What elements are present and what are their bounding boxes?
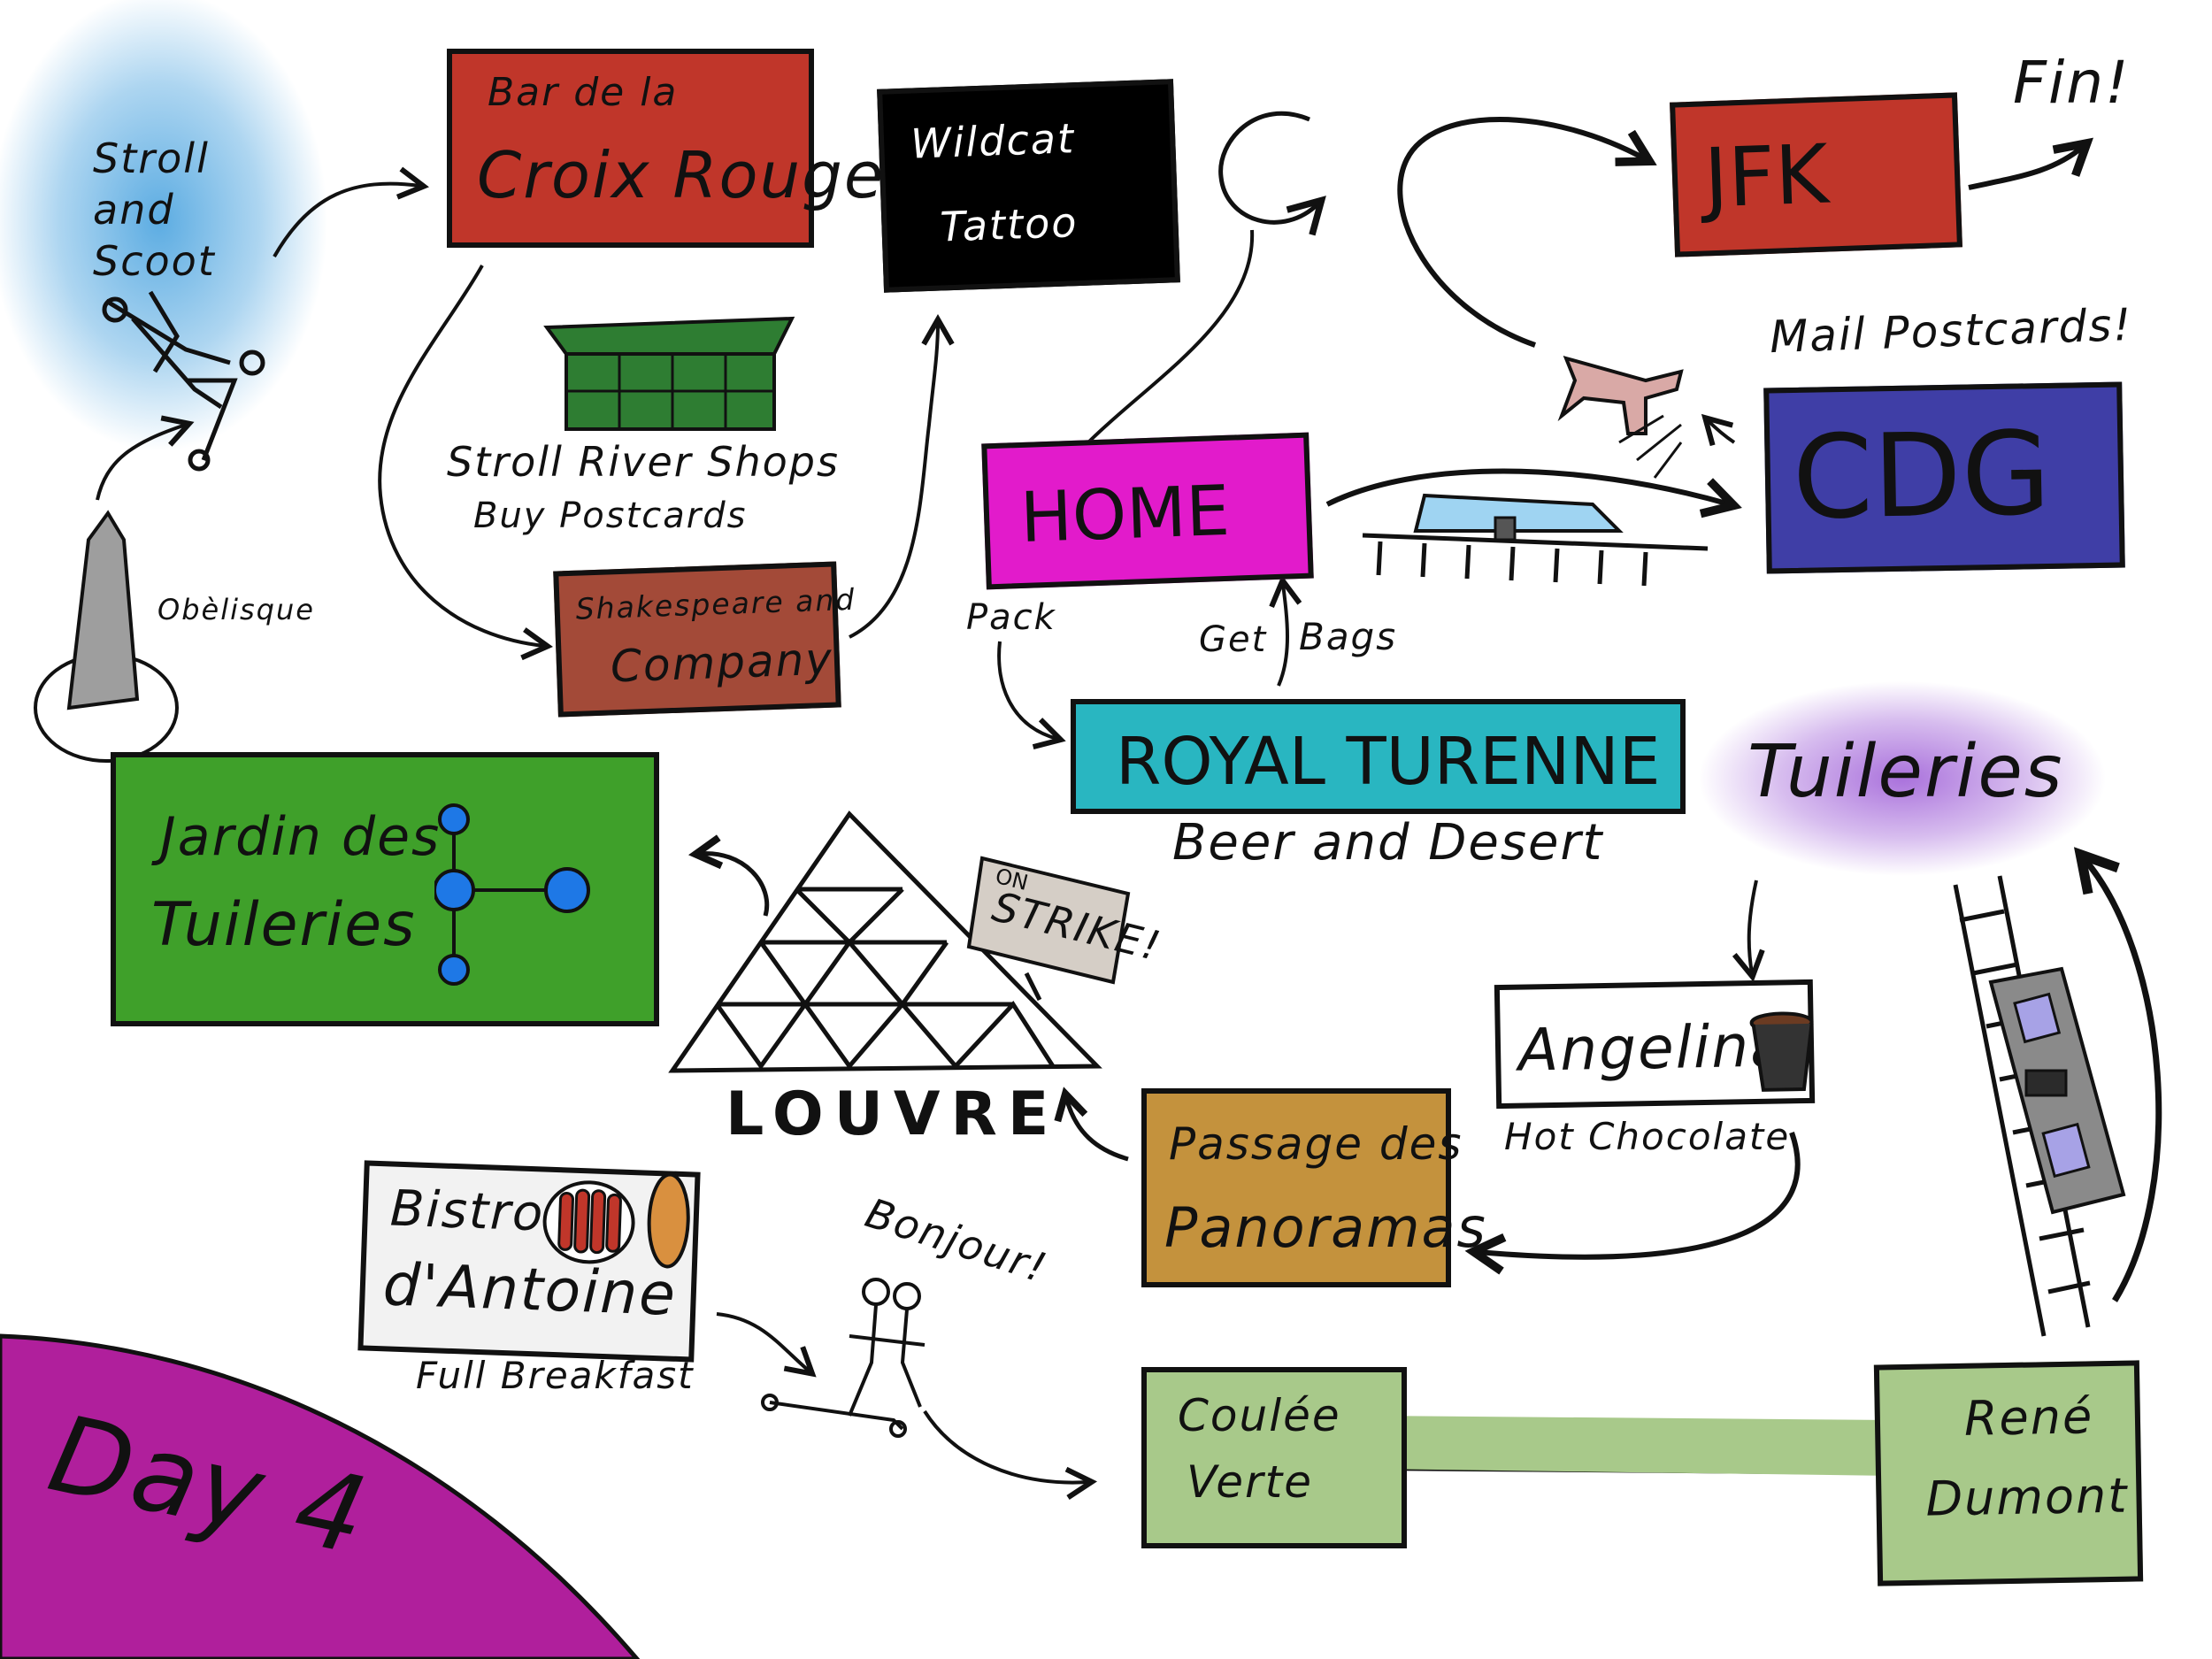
jardin-line2: Tuileries (151, 890, 417, 960)
jardin-tuileries-box[interactable]: Jardin des Tuileries (111, 752, 659, 1026)
stroll-glow (0, 0, 327, 451)
river-shops-line2: Buy Postcards (473, 495, 748, 536)
shakespeare-box[interactable]: Shakespeare and Company (553, 561, 856, 718)
royal-turenne-box[interactable]: ROYAL TURENNE (1071, 699, 1686, 814)
bags-label: Bags (1299, 615, 1398, 658)
wildcat-tattoo-box[interactable]: Wildcat Tattoo (877, 79, 1180, 293)
home-box[interactable]: HOME (981, 432, 1314, 590)
full-breakfast-label: Full Breakfast (416, 1354, 695, 1397)
bistro-antoine-box[interactable]: Bistro d'Antoine (357, 1160, 701, 1363)
wildcat-line2: Tattoo (939, 198, 1079, 251)
obelisk-icon (34, 510, 179, 763)
cdg-label: CDG (1791, 405, 2052, 545)
beer-desert-label: Beer and Desert (1172, 814, 1604, 872)
river-shops-line1: Stroll River Shops (447, 438, 840, 486)
coulee-line2: Verte (1187, 1456, 1313, 1508)
shakespeare-line1: Shakespeare and (575, 581, 856, 626)
funicular-icon (1953, 875, 2126, 1337)
flow-arrows (96, 117, 2162, 1500)
passage-line1: Passage des (1169, 1118, 1463, 1170)
hot-chocolate-label: Hot Chocolate (1504, 1115, 1791, 1158)
scooter-icon (102, 290, 265, 472)
tuileries-glow (1699, 681, 2106, 876)
bar-croix-rouge-line1: Bar de la (488, 70, 679, 115)
strike-sign (966, 856, 1131, 1002)
rene-line2: Dumont (1924, 1467, 2129, 1527)
cup-icon (1749, 1011, 1814, 1092)
passage-panoramas-box[interactable]: Passage des Panoramas (1141, 1088, 1486, 1287)
rene-line1: René (1963, 1388, 2094, 1447)
angelina-box[interactable]: Angelina (1494, 979, 1816, 1110)
rene-dumont-box[interactable]: René Dumont (1873, 1360, 2144, 1586)
loop-arrow-icon (1218, 111, 1326, 236)
royal-turenne-label: ROYAL TURENNE (1116, 724, 1661, 800)
tuileries-label: Tuileries (1747, 730, 2064, 814)
coulee-line1: Coulée (1178, 1390, 1341, 1441)
cdg-box[interactable]: CDG (1763, 381, 2125, 574)
obelisque-label: Obèlisque (157, 593, 315, 626)
couple-scooter-icon (761, 1278, 926, 1438)
plane-icon (1557, 355, 1684, 479)
get-label: Get (1199, 619, 1268, 660)
fin-label: Fin! (2013, 49, 2131, 117)
bar-croix-rouge-box[interactable]: Bar de la Croix Rouge (447, 49, 883, 248)
bread-icon (647, 1172, 690, 1269)
stroll-scoot-label: Stroll and Scoot (93, 134, 216, 285)
pyramid-icon (668, 810, 1102, 1073)
jfk-box[interactable]: JFK (1670, 92, 1962, 257)
bar-croix-rouge-line2: Croix Rouge (477, 138, 886, 212)
shakespeare-line2: Company (610, 633, 834, 693)
fountain-icon (434, 803, 590, 986)
jardin-line1: Jardin des (160, 806, 442, 868)
jfk-label: JFK (1702, 127, 1831, 227)
sausage-plate-icon (542, 1180, 635, 1264)
louvre-label: LOUVRE (726, 1079, 1060, 1149)
wildcat-line1: Wildcat (910, 114, 1076, 168)
passage-line2: Panoramas (1164, 1195, 1487, 1260)
home-label: HOME (1018, 471, 1232, 558)
pack-label: Pack (966, 597, 1056, 638)
shop-icon (543, 316, 795, 431)
day-blob (0, 1333, 641, 1659)
coulee-verte-box[interactable]: Coulée Verte (1141, 1367, 1407, 1548)
train-icon (1362, 493, 1709, 587)
bistro-line1: Bistro (388, 1179, 546, 1243)
